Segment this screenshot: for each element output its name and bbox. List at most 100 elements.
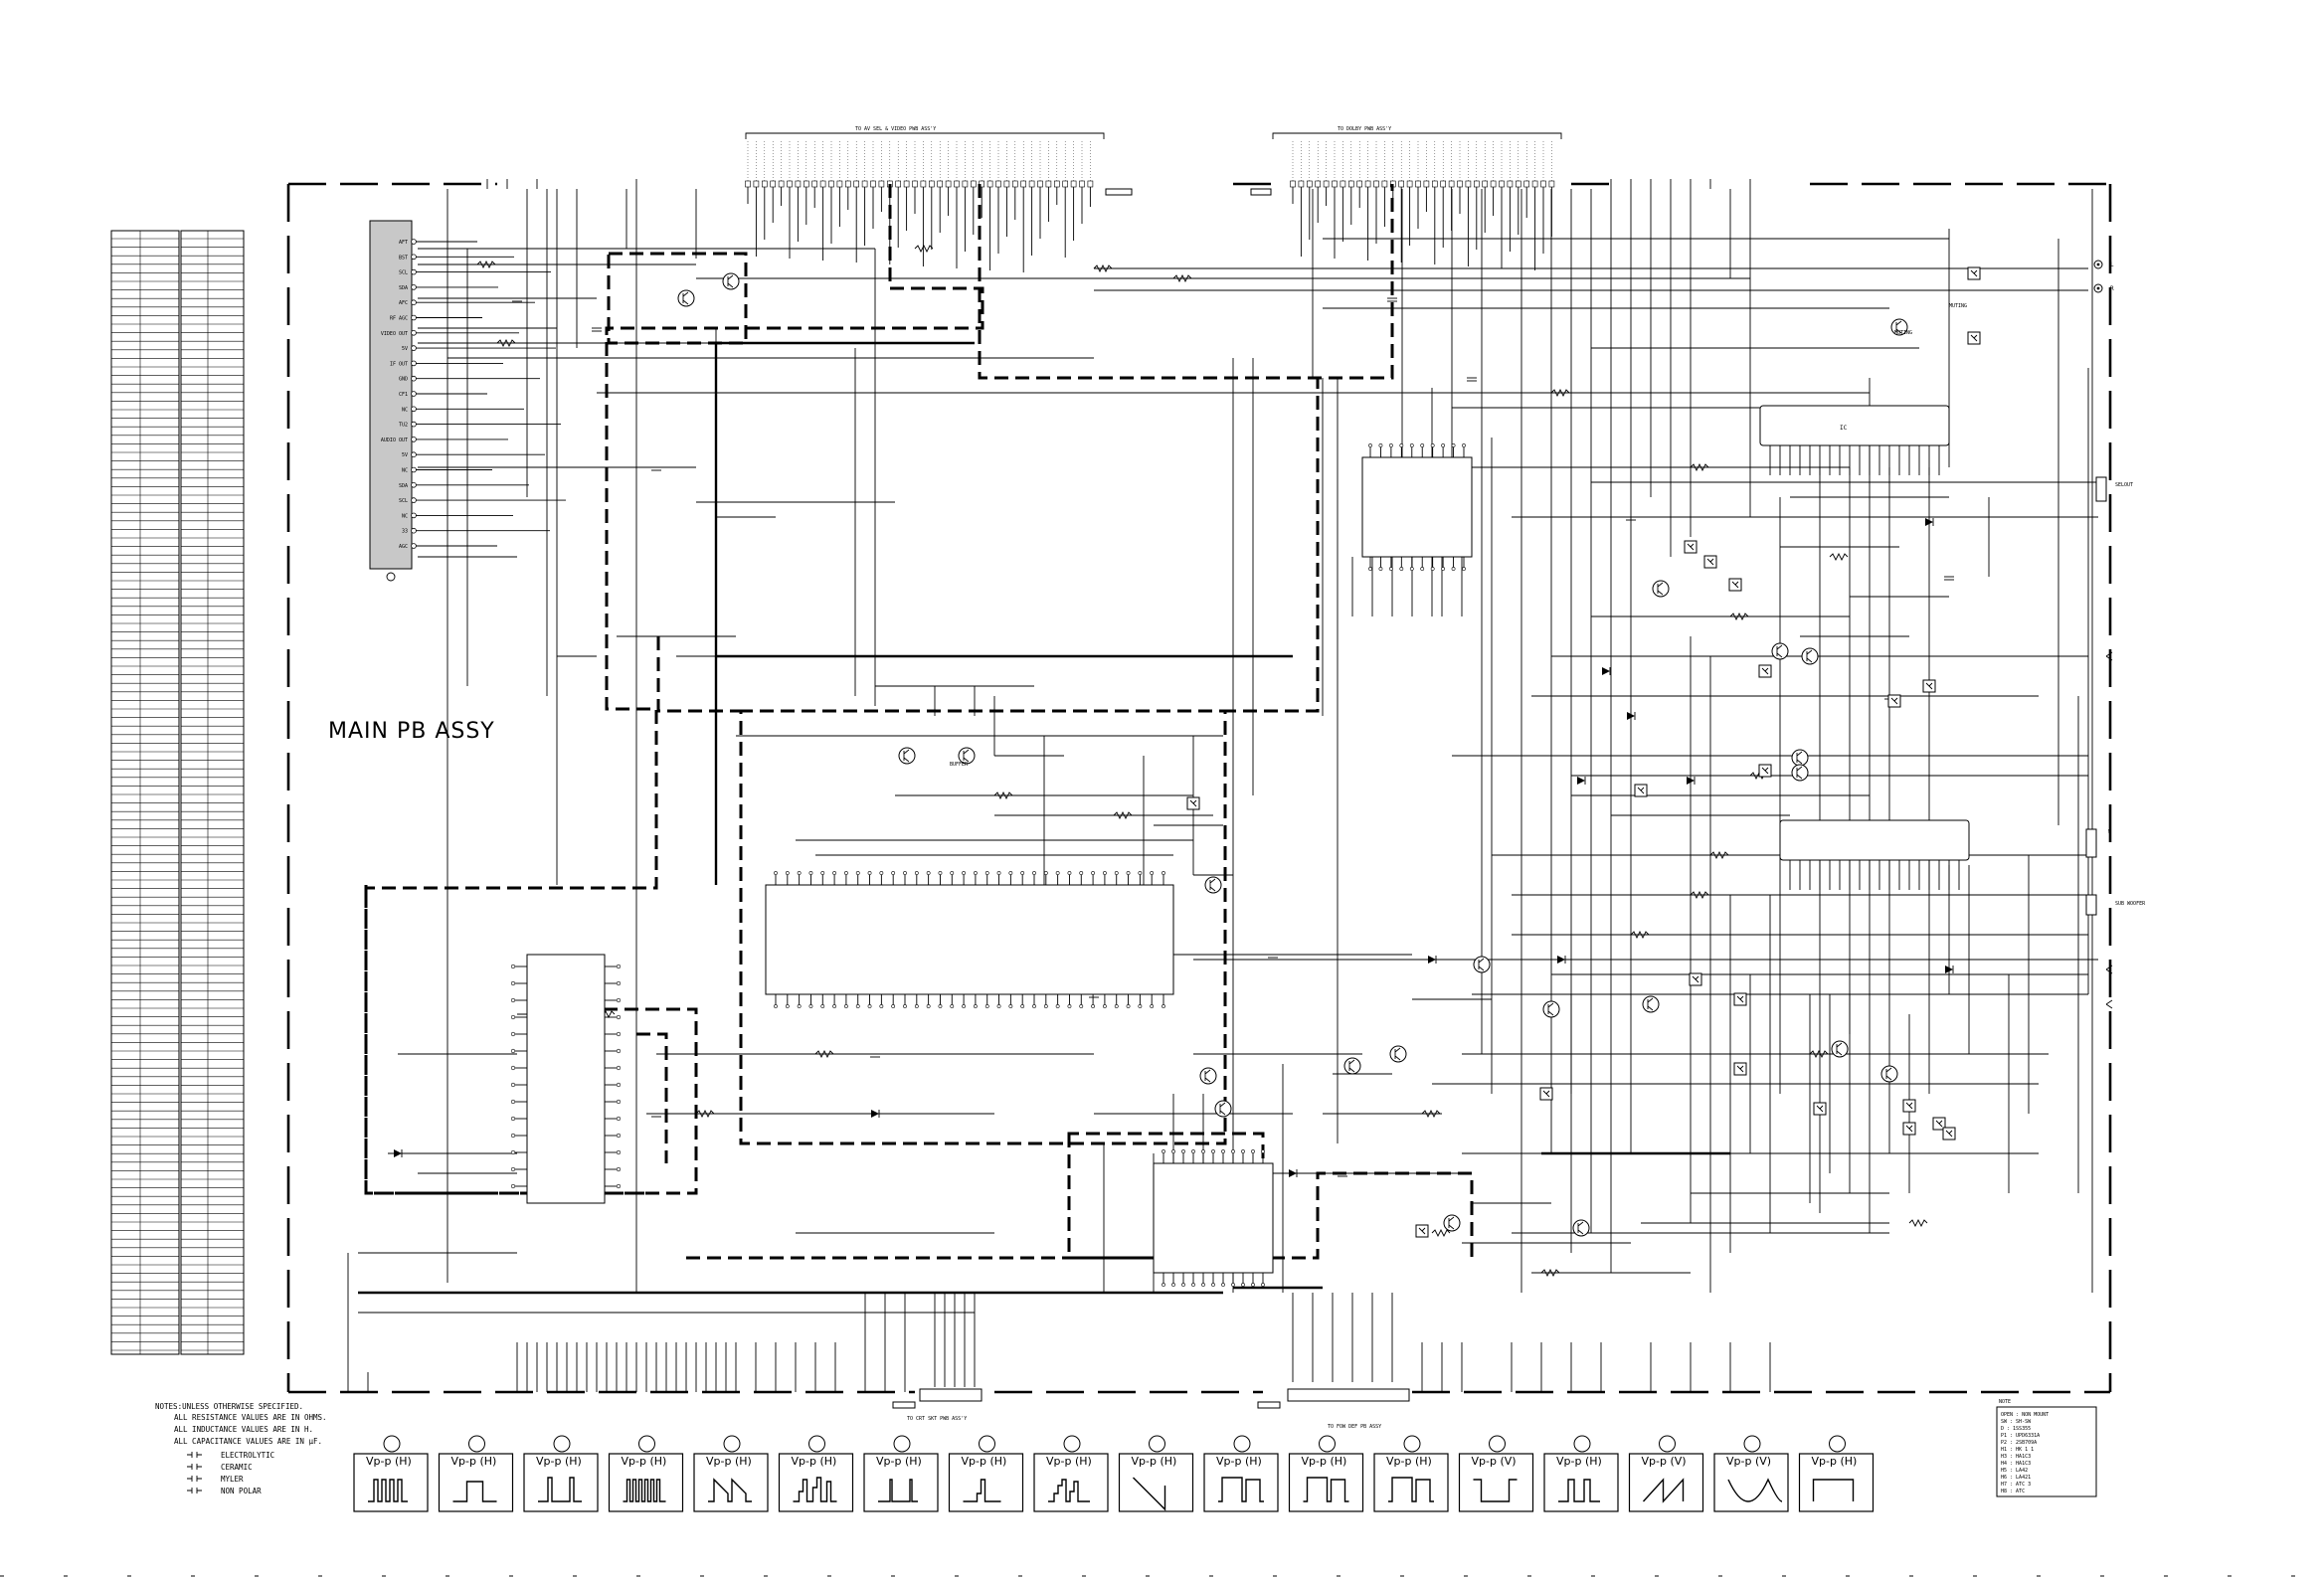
waveform-box: Vp-p (V) <box>1713 1435 1789 1512</box>
waveform-box: Vp-p (H) <box>778 1435 854 1512</box>
waveform-box: Vp-p (H) <box>948 1435 1024 1512</box>
waveform-box: Vp-p (H) <box>1033 1435 1109 1512</box>
waveform-box: Vp-p (H) <box>1373 1435 1449 1512</box>
bottom-connector-crt-label: TO CRT SKT PWB ASS'Y <box>907 1416 967 1422</box>
waveform-label: Vp-p (H) <box>536 1455 582 1468</box>
sel-out-label: SELOUT <box>2115 482 2133 488</box>
board-title: MAIN PB ASSY <box>328 719 495 744</box>
waveform-label: Vp-p (H) <box>1132 1455 1177 1468</box>
waveform-box: Vp-p (H) <box>608 1435 684 1512</box>
waveform-box: Vp-p (H) <box>1543 1435 1619 1512</box>
waveform-label: Vp-p (H) <box>1386 1455 1432 1468</box>
tuner-pin-label: SCL <box>399 270 408 276</box>
waveform-label: Vp-p (H) <box>1046 1455 1092 1468</box>
waveform-box: Vp-p (V) <box>1628 1435 1704 1512</box>
tuner-pin-label: 5V <box>402 452 408 458</box>
parts-note-row: H1 : HK 1 1 <box>2001 1447 2034 1453</box>
waveform-box: Vp-p (H) <box>353 1435 429 1512</box>
channel-l-label: L <box>2110 262 2114 268</box>
svg-text:ELECTROLYTIC: ELECTROLYTIC <box>221 1451 274 1460</box>
channel-r-label: R <box>2110 285 2114 292</box>
bottom-connector-fow-label: TO FOW DEF PB ASSY <box>1328 1424 1381 1430</box>
waveform-box: Vp-p (H) <box>1798 1435 1875 1512</box>
waveform-label: Vp-p (H) <box>451 1455 497 1468</box>
tuner-pin-label: AFC <box>399 300 408 306</box>
tuner-pin-label: BST <box>399 255 408 261</box>
tuner-pin-label: NC <box>402 468 408 474</box>
waveform-label: Vp-p (H) <box>1302 1455 1347 1468</box>
tuner-pin-label: SCL <box>399 498 408 504</box>
bottom-connector-fow: TO FOW DEF PB ASSY <box>1257 1388 1410 1430</box>
waveform-row: Vp-p (H) Vp-p (H) Vp-p (H) Vp-p (H) Vp-p (H)… <box>353 1435 1875 1512</box>
sub-woofer-label: SUB WOOFER <box>2115 901 2146 907</box>
tuner-pin-label: NC <box>402 407 408 413</box>
waveform-box: Vp-p (H) <box>693 1435 769 1512</box>
waveform-label: Vp-p (H) <box>622 1455 667 1468</box>
bottom-connector-crt: TO CRT SKT PWB ASS'Y <box>892 1388 983 1422</box>
tuner-pin-label: 33 <box>402 529 408 535</box>
tuner-pin-label: NC <box>402 513 408 519</box>
tuner-pin-label: CF1 <box>399 392 408 398</box>
parts-note-row: D : 1SS355 <box>2001 1426 2031 1432</box>
buffer-label: BUFFER <box>950 762 969 768</box>
waveform-label: Vp-p (H) <box>962 1455 1007 1468</box>
svg-text:NOTE: NOTE <box>1999 1399 2011 1405</box>
ic-audio-amp: IC <box>1759 405 1950 446</box>
tuner-pin-label: AUDIO OUT <box>381 438 408 443</box>
waveform-label: Vp-p (V) <box>1726 1455 1771 1468</box>
notes-line-2: ALL INDUCTANCE VALUES ARE IN H. <box>174 1425 313 1434</box>
top-connector-av-label: TO AV SEL & VIDEO PWB ASS'Y <box>855 126 936 132</box>
svg-text:MYLER: MYLER <box>221 1475 244 1484</box>
tuner-pin-label: SDA <box>399 285 408 291</box>
waveform-label: Vp-p (H) <box>876 1455 922 1468</box>
muting-label: MUTING <box>1894 330 1912 336</box>
svg-text:CERAMIC: CERAMIC <box>221 1463 253 1472</box>
tuner-pin-label: RF AGC <box>390 316 408 322</box>
parts-note-row: P2 : 2SB709A <box>2001 1440 2037 1446</box>
waveform-box: Vp-p (V) <box>1458 1435 1534 1512</box>
waveform-label: Vp-p (H) <box>1556 1455 1602 1468</box>
capacitor-legend: ELECTROLYTIC CERAMIC MYLER NON POLAR <box>187 1451 274 1495</box>
parts-note-row: P1 : UPD6331A <box>2001 1433 2040 1439</box>
notes-line-1: ALL RESISTANCE VALUES ARE IN OHMS. <box>174 1413 327 1422</box>
ic-vertical <box>1153 1149 1274 1287</box>
svg-text:IC: IC <box>1840 425 1848 432</box>
tuner-module: AFT BST SCL SDA AFC RF AGC VIDEO OUT 5V IF OUT GN… <box>369 220 566 582</box>
parts-note-row: H6 : LA421 <box>2001 1475 2031 1481</box>
tuner-pin-label: AGC <box>399 544 408 550</box>
parts-note-row: H8 : ATC <box>2001 1489 2025 1494</box>
waveform-box: Vp-p (H) <box>523 1435 599 1512</box>
shielded-blocks <box>364 184 1474 1260</box>
ic-deflection <box>510 954 622 1204</box>
waveform-box: Vp-p (H) <box>438 1435 514 1512</box>
tuner-pin-label: SDA <box>399 483 408 489</box>
top-connector-dolby-label: TO DOLBY PWB ASS'Y <box>1338 126 1391 132</box>
tuner-pin-label: VIDEO OUT <box>381 331 408 337</box>
tuner-pin-label: TU2 <box>399 423 408 429</box>
parts-note-row: OPEN : NON MOUNT <box>2001 1412 2049 1418</box>
parts-note-row: SW : SH-SW <box>2001 1419 2032 1425</box>
waveform-label: Vp-p (H) <box>792 1455 837 1468</box>
wiring-network <box>347 179 2098 1392</box>
ic-main-processor <box>765 871 1174 1008</box>
tuner-pin-label: GND <box>399 377 408 383</box>
muting-label-2: MUTING <box>1949 303 1967 309</box>
waveform-label: Vp-p (V) <box>1642 1455 1687 1468</box>
waveform-label: Vp-p (H) <box>706 1455 752 1468</box>
parts-list-table <box>110 230 245 1355</box>
tuner-pin-label: 5V <box>402 346 408 352</box>
tuner-pin-label: AFT <box>399 240 408 246</box>
board-outline <box>286 182 2112 1394</box>
waveform-box: Vp-p (H) <box>1203 1435 1279 1512</box>
w-label: W <box>2108 829 2112 835</box>
notes-line-3: ALL CAPACITANCE VALUES ARE IN μF. <box>174 1437 322 1446</box>
transistor-group <box>677 260 2113 1238</box>
waveform-label: Vp-p (H) <box>1812 1455 1858 1468</box>
waveform-label: Vp-p (H) <box>366 1455 412 1468</box>
top-connector-dolby: TO DOLBY PWB ASS'Y <box>1250 126 1562 270</box>
parts-note-row: H4 : HA1C3 <box>2001 1461 2031 1467</box>
tuner-pin-label: IF OUT <box>390 361 408 367</box>
waveform-label: Vp-p (H) <box>1216 1455 1262 1468</box>
